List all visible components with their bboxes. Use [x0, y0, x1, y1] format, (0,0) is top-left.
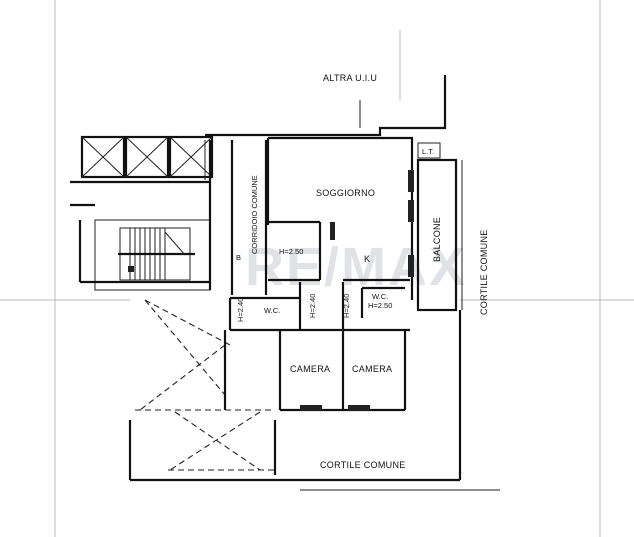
wc-left-label: W.C. — [264, 306, 280, 315]
dashed-structure — [128, 299, 277, 480]
k-label: K — [364, 254, 370, 264]
altra-uiu-label: ALTRA U.I.U — [323, 73, 377, 83]
lt-label: L.T. — [422, 147, 434, 156]
corridor-label: CORRIDOIO COMUNE — [250, 175, 259, 254]
cortile-right-label: CORTILE COMUNE — [479, 229, 489, 315]
soggiorno-label: SOGGIORNO — [316, 188, 375, 198]
staircase — [70, 203, 211, 291]
h250-b-label: H=2.50 — [368, 301, 392, 310]
cortile-bottom-label: CORTILE COMUNE — [320, 460, 406, 470]
watermark-text: RE/MAX — [245, 237, 467, 297]
top-boundary — [205, 75, 447, 137]
b-label: B — [236, 253, 241, 262]
wc-right-label: W.C. — [372, 292, 388, 301]
corridor: CORRIDOIO COMUNE B — [204, 140, 268, 295]
h240-vert2-label: H=2.40 — [342, 294, 351, 318]
shaft-boxes — [70, 135, 214, 184]
bottom-courtyard — [130, 310, 500, 491]
openings — [300, 170, 414, 411]
h250-a-label: H=2.50 — [279, 247, 303, 256]
camera-right-label: CAMERA — [352, 364, 392, 374]
camera-left-label: CAMERA — [290, 364, 330, 374]
balcony: L.T. BALCONE — [416, 142, 463, 312]
balcone-label: BALCONE — [432, 217, 442, 262]
h240-mid-label: H=2.40 — [308, 294, 317, 318]
h240-left-label: H=2.40 — [236, 298, 245, 322]
